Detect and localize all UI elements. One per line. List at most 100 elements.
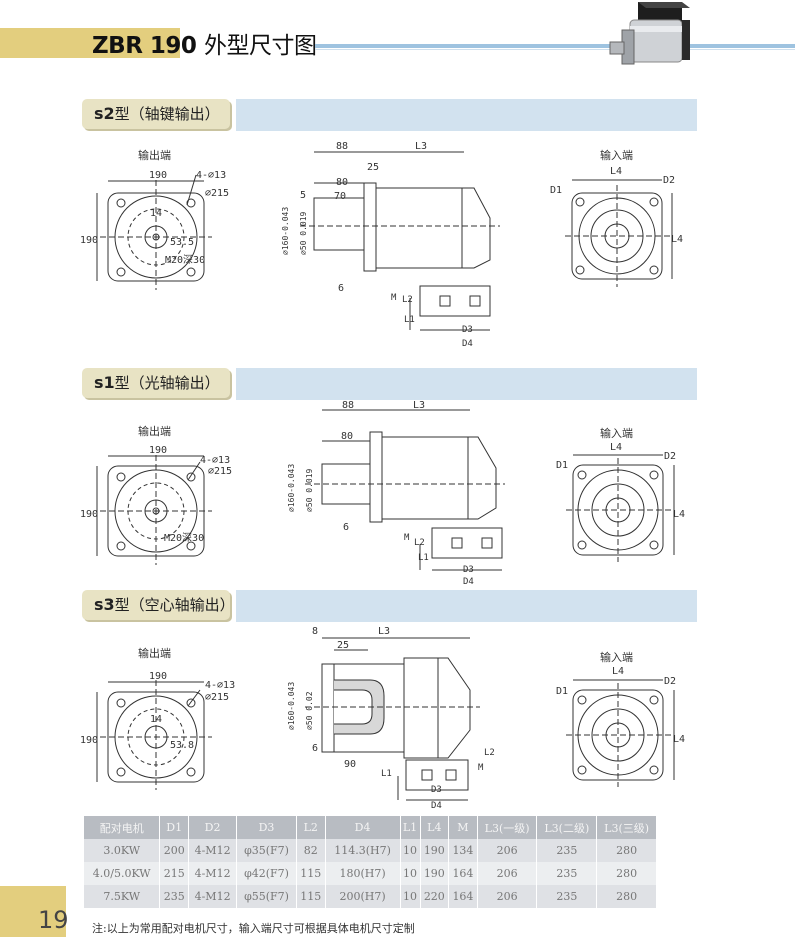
table-cell: 280: [596, 862, 657, 885]
s2-dim-L1: L1: [404, 315, 415, 325]
s2-dim-5: 5: [300, 190, 306, 201]
s3-dim-6: 6: [312, 743, 318, 754]
table-header-cell: D3: [236, 816, 297, 839]
s1-dim-L4-v: L4: [673, 509, 685, 520]
section-s3-bar: [236, 590, 697, 622]
table-cell: 206: [477, 885, 538, 908]
table-cell: 235: [159, 885, 190, 908]
s2-dim-holes: 4-⌀13: [196, 170, 226, 181]
table-cell: 164: [448, 862, 478, 885]
s2-dim-6: 6: [338, 283, 344, 294]
table-header-cell: L3(三级): [596, 816, 657, 839]
table-row: 3.0KW 200 4-M12 φ35(F7) 82 114.3(H7) 10 …: [84, 839, 657, 862]
s2-dim-L3: L3: [415, 141, 427, 152]
section-s2-code: s2: [94, 104, 115, 123]
table-header-cell: L3(一级): [477, 816, 538, 839]
table-cell: 215: [159, 862, 190, 885]
s3-dim-L4-v: L4: [673, 734, 685, 745]
s2-dim-80: 80: [336, 177, 348, 188]
s2-dim-190-w: 190: [149, 170, 167, 181]
s2-dim-pcd: ⌀215: [205, 188, 229, 199]
s1-dim-D2: D2: [664, 451, 676, 462]
s3-dim-L3: L3: [378, 626, 390, 637]
model-name: ZBR 190: [92, 33, 197, 59]
section-s2-label: s2型（轴键输出）: [82, 99, 230, 129]
table-cell: 235: [536, 885, 598, 908]
s2-dim-D3: D3: [462, 325, 473, 335]
header-accent-bar: [0, 28, 180, 58]
s1-dim-holes: 4-⌀13: [200, 455, 230, 466]
s3-dim-8: 8: [312, 626, 318, 637]
s3-dim-D3: D3: [431, 785, 442, 795]
s2-dim-88: 88: [336, 141, 348, 152]
section-s1-title: 型（光轴输出）: [114, 374, 220, 392]
s1-input-end-label: 输入端: [600, 427, 633, 440]
s2-dim-M: M: [391, 293, 397, 303]
table-cell: 7.5KW: [84, 885, 161, 908]
s1-dim-pcd: ⌀215: [208, 466, 232, 477]
s1-dim-190-w: 190: [149, 445, 167, 456]
table-cell: 235: [536, 862, 598, 885]
s1-dim-6: 6: [343, 522, 349, 533]
section-s2-title: 型（轴键输出）: [114, 105, 220, 123]
table-cell: φ55(F7): [236, 885, 297, 908]
s2-dim-D1: D1: [550, 185, 562, 196]
s3-input-end-label: 输入端: [600, 651, 633, 664]
s1-dim-88: 88: [342, 400, 354, 411]
table-header-cell: M: [448, 816, 478, 839]
s1-dim-L3: L3: [413, 400, 425, 411]
s3-dim-D4: D4: [431, 801, 442, 811]
s2-dim-L4: L4: [610, 166, 622, 177]
gearbox-product-image: [609, 2, 690, 65]
table-cell: 190: [420, 862, 450, 885]
s3-output-end-view: [96, 680, 212, 790]
table-cell: 115: [296, 885, 326, 908]
s3-output-end-label: 输出端: [138, 647, 171, 660]
table-cell: 134: [448, 839, 478, 862]
table-cell: 10: [400, 839, 421, 862]
s3-dim-L2: L2: [484, 748, 495, 758]
table-cell: 280: [596, 839, 657, 862]
s2-dim-L2: L2: [402, 295, 413, 305]
s1-input-end-view: [566, 454, 675, 562]
s3-side-view: [305, 637, 480, 801]
s1-dim-dia160: ⌀160-0.043: [287, 464, 296, 512]
page-title: ZBR 190 外型尺寸图: [92, 26, 317, 60]
s2-dim-25: 25: [367, 162, 379, 173]
table-cell: 280: [596, 885, 657, 908]
s3-input-end-view: [566, 679, 675, 787]
s3-dim-D2: D2: [664, 676, 676, 687]
s1-dim-80: 80: [341, 431, 353, 442]
table-cell: 220: [420, 885, 450, 908]
s2-side-view: [300, 151, 500, 331]
s3-dim-pcd: ⌀215: [205, 692, 229, 703]
table-header-cell: L1: [400, 816, 421, 839]
table-cell: 4-M12: [188, 885, 238, 908]
table-header-cell: D1: [159, 816, 190, 839]
table-cell: 82: [296, 839, 326, 862]
s2-dim-70: 70: [334, 191, 346, 202]
table-cell: 4-M12: [188, 862, 238, 885]
s3-dim-L4: L4: [612, 666, 624, 677]
s2-dim-D2: D2: [663, 175, 675, 186]
s2-dim-tap: M20深30: [165, 254, 205, 266]
s1-output-end-label: 输出端: [138, 425, 171, 438]
s1-dim-L4: L4: [610, 442, 622, 453]
section-s1-code: s1: [94, 373, 115, 392]
table-header-cell: 配对电机: [84, 816, 161, 839]
table-cell: 206: [477, 862, 538, 885]
s2-input-end-label: 输入端: [600, 149, 633, 162]
s3-dim-M: M: [478, 763, 484, 773]
s2-output-end-view: [96, 174, 212, 290]
s1-dim-L1: L1: [418, 553, 429, 563]
s3-dim-dia50: ⌀50 0.02: [305, 691, 314, 730]
header-rule: [315, 44, 795, 48]
table-cell: 4-M12: [188, 839, 238, 862]
s2-input-end-view: [565, 179, 673, 287]
header-rule-thin: [315, 49, 795, 50]
s3-dim-90: 90: [344, 759, 356, 770]
s2-dim-190-h: 190: [80, 235, 98, 246]
table-cell: 10: [400, 885, 421, 908]
table-header-cell: L2: [296, 816, 326, 839]
